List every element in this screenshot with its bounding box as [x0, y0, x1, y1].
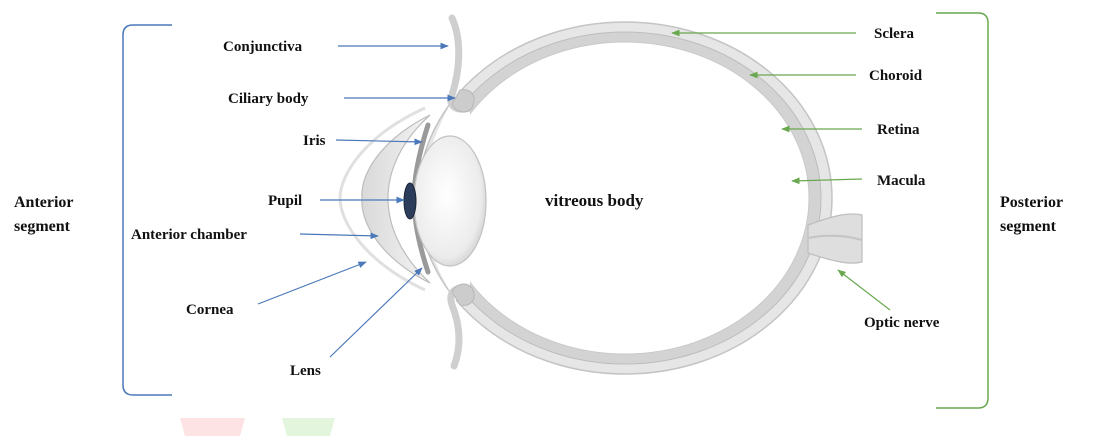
- label-vitreous-body: vitreous body: [545, 191, 644, 210]
- label-retina: Retina: [877, 122, 920, 138]
- watermark-shape-green: [282, 418, 335, 436]
- anterior-segment-label-line2: segment: [14, 218, 71, 235]
- label-sclera: Sclera: [874, 26, 914, 42]
- posterior-segment-label-line2: segment: [1000, 218, 1057, 235]
- iris-pointer: [336, 140, 422, 142]
- label-iris: Iris: [303, 133, 326, 149]
- anterior-chamber-pointer: [300, 234, 378, 236]
- label-lens: Lens: [290, 363, 321, 379]
- label-ciliary-body: Ciliary body: [228, 91, 309, 107]
- pupil: [404, 183, 416, 219]
- label-cornea: Cornea: [186, 302, 234, 318]
- label-macula: Macula: [877, 173, 926, 189]
- anterior-segment-bracket: [123, 25, 172, 395]
- label-optic-nerve: Optic nerve: [864, 315, 940, 331]
- posterior-segment-label-line1: Posterior: [1000, 194, 1063, 211]
- posterior-segment-bracket: [936, 13, 988, 408]
- anterior-segment-label-line1: Anterior: [14, 194, 74, 211]
- lens: [414, 136, 486, 266]
- label-choroid: Choroid: [869, 68, 923, 84]
- label-conjunctiva: Conjunctiva: [223, 39, 303, 55]
- label-pupil: Pupil: [268, 193, 302, 209]
- optic-nerve-pointer: [838, 270, 890, 310]
- cornea-pointer: [258, 262, 366, 304]
- watermark-shape-red: [180, 418, 245, 436]
- label-anterior-chamber: Anterior chamber: [131, 227, 247, 243]
- lens-pointer: [330, 268, 422, 357]
